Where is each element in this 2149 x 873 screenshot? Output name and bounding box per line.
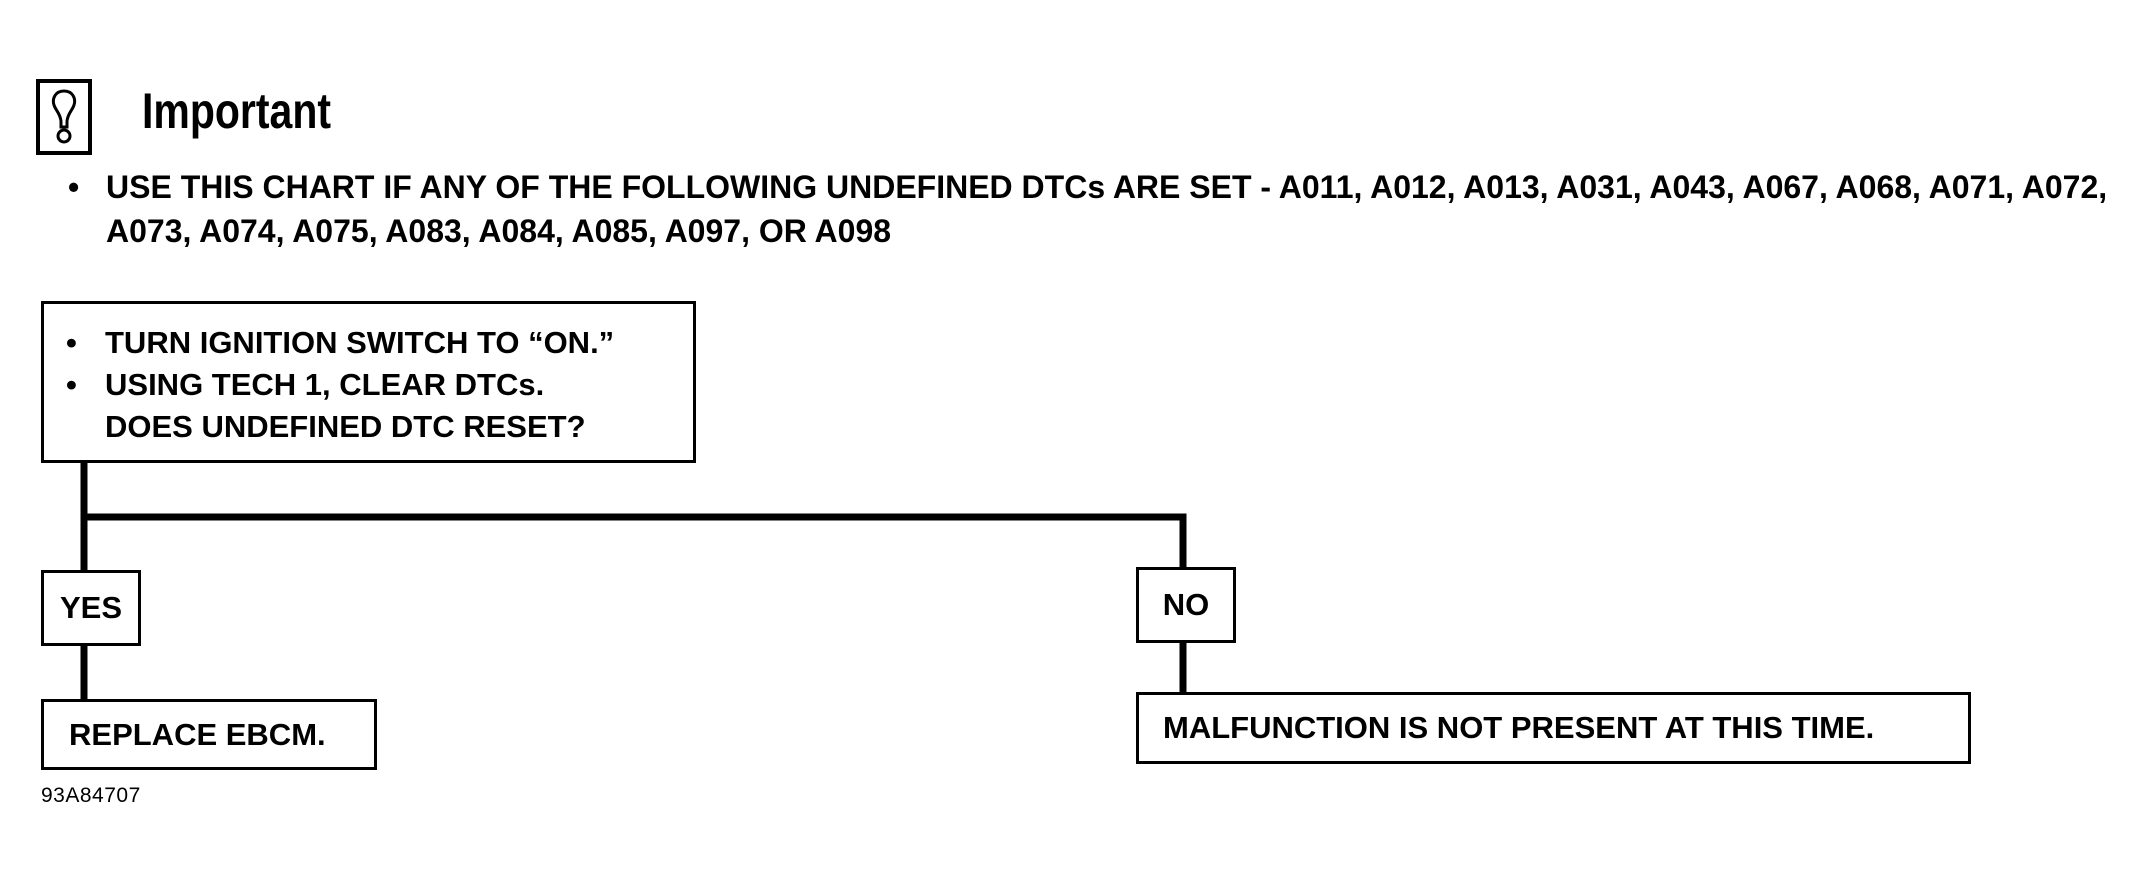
figure-id: 93A84707 bbox=[41, 784, 141, 807]
bullet: • bbox=[66, 325, 77, 360]
yes-label-box: YES bbox=[41, 570, 141, 646]
step-text: USING TECH 1, CLEAR DTCs. bbox=[105, 367, 545, 402]
step-turn-ignition: • TURN IGNITION SWITCH TO “ON.” bbox=[66, 322, 683, 364]
no-label-box: NO bbox=[1136, 567, 1236, 643]
question-box: • TURN IGNITION SWITCH TO “ON.” • USING … bbox=[41, 301, 696, 463]
malfunction-not-present-box: MALFUNCTION IS NOT PRESENT AT THIS TIME. bbox=[1136, 692, 1971, 764]
bullet: • bbox=[68, 169, 80, 205]
important-heading: Important bbox=[142, 83, 332, 139]
step-text: TURN IGNITION SWITCH TO “ON.” bbox=[105, 325, 615, 360]
question-prompt: DOES UNDEFINED DTC RESET? bbox=[66, 406, 683, 448]
step-clear-dtcs: • USING TECH 1, CLEAR DTCs. bbox=[66, 364, 683, 406]
lightbulb-caution-icon bbox=[36, 79, 92, 155]
usage-notice-text: USE THIS CHART IF ANY OF THE FOLLOWING U… bbox=[106, 169, 2108, 249]
bullet: • bbox=[66, 367, 77, 402]
usage-notice: • USE THIS CHART IF ANY OF THE FOLLOWING… bbox=[68, 165, 2138, 253]
replace-ebcm-box: REPLACE EBCM. bbox=[41, 699, 377, 770]
question-text: DOES UNDEFINED DTC RESET? bbox=[105, 409, 586, 444]
